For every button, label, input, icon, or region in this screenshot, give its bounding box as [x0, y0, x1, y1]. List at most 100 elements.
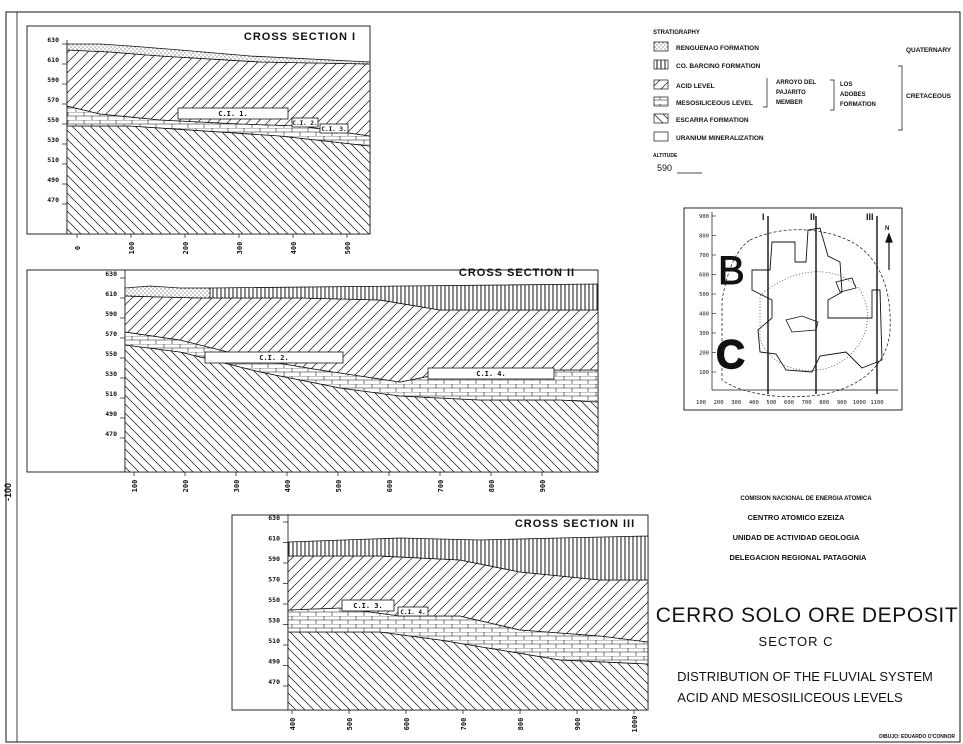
- section-3-barcino: [287, 535, 649, 581]
- sector-title: SECTOR C: [759, 634, 834, 649]
- map-y-label: 400: [699, 312, 709, 318]
- section-1-y-label: 630: [47, 36, 59, 44]
- section-3-title: CROSS SECTION III: [515, 518, 635, 530]
- section-2-y-label: 630: [105, 270, 117, 278]
- stratigraphy-legend: STRATIGRAPHY RENGUENAO FORMATION CO. BAR…: [653, 30, 952, 174]
- cretaceous-bracket: [898, 65, 903, 131]
- institution-line-3: UNIDAD DE ACTIVIDAD GEOLOGIA: [733, 533, 860, 542]
- section-2-x-label: 600: [386, 480, 394, 493]
- map-x-label: 900: [837, 400, 847, 406]
- legend-label-escarra: ESCARRA FORMATION: [676, 117, 749, 124]
- section-2-x-label: 700: [437, 480, 445, 493]
- section-1-escarra: [66, 125, 371, 235]
- map-y-label: 900: [699, 214, 709, 220]
- map-lens-1: [835, 277, 857, 293]
- drawing-credit: DIBUJO: EDUARDO O'CONNOR: [879, 734, 955, 740]
- map-inner-dotted: [759, 271, 868, 371]
- sheet-frame: [5, 11, 961, 743]
- map-deposit-outline: [751, 227, 883, 373]
- map-x-label: 200: [714, 400, 724, 406]
- legend-swatch-uranium: [653, 131, 669, 142]
- section-2-barcino: [209, 283, 599, 311]
- section-3-y-label: 570: [268, 576, 280, 584]
- legend-label-renguenao: RENGUENAO FORMATION: [676, 45, 759, 52]
- section-2-title: CROSS SECTION II: [459, 267, 575, 279]
- section-2-y-label: 610: [105, 290, 117, 298]
- map-y-label: 300: [699, 331, 709, 337]
- section-1-y-label: 610: [47, 56, 59, 64]
- ore-body-3-s3: [341, 599, 395, 612]
- map-x-label: 1100: [870, 400, 883, 406]
- map-section-mark-1: I: [762, 212, 765, 222]
- map-y-label: 100: [699, 370, 709, 376]
- map-y-label: 800: [699, 234, 709, 240]
- cross-section-2: CROSS SECTION II 63061059057055053051049…: [26, 267, 599, 493]
- section-3-x-label: 1000: [631, 716, 639, 733]
- main-title: CERRO SOLO ORE DEPOSIT: [656, 604, 959, 627]
- section-1-y-label: 570: [47, 96, 59, 104]
- ore-body-3-label: C.I. 3.: [321, 126, 346, 133]
- section-2-x-label: 800: [488, 480, 496, 493]
- section-3-y-label: 630: [268, 514, 280, 522]
- section-2-y-label: 570: [105, 330, 117, 338]
- section-2-x-label: 400: [284, 480, 292, 493]
- map-y-label: 600: [699, 273, 709, 279]
- section-3-y-label: 510: [268, 637, 280, 645]
- member-line-1: ARROYO DEL: [776, 80, 816, 86]
- section-3-y-label: 530: [268, 617, 280, 625]
- section-1-x-label: 400: [290, 242, 298, 255]
- section-1-x-label: 200: [182, 242, 190, 255]
- section-3-y-label: 590: [268, 555, 280, 563]
- north-label: N: [885, 226, 889, 232]
- side-label: -100: [3, 483, 13, 501]
- section-2-y-label: 550: [105, 350, 117, 358]
- section-1-renguenao: [66, 43, 371, 65]
- section-3-y-label: 490: [268, 658, 280, 666]
- ore-body-2-s2: [204, 351, 344, 364]
- section-1-x-label: 300: [236, 242, 244, 255]
- map-section-mark-2: II: [810, 212, 815, 222]
- period-quaternary: QUATERNARY: [906, 47, 952, 54]
- ore-body-2: [291, 117, 319, 128]
- ore-body-4-s2-label: C.I. 4.: [476, 370, 506, 378]
- legend-swatch-barcino: [653, 59, 669, 70]
- cross-section-1: CROSS SECTION I 630610590570550530510490…: [26, 25, 371, 254]
- section-2-x-label: 500: [335, 480, 343, 493]
- formation-line-1: LOS: [840, 82, 852, 88]
- ore-body-4-s2: [427, 367, 555, 380]
- legend-label-meso: MESOSILICEOUS LEVEL: [676, 100, 753, 107]
- map-x-label: 400: [749, 400, 759, 406]
- section-3-x-label: 700: [460, 718, 468, 731]
- section-2-x-label: 900: [539, 480, 547, 493]
- section-1-x-label: 100: [128, 242, 136, 255]
- legend-heading: STRATIGRAPHY: [653, 30, 700, 36]
- section-2-renguenao: [124, 285, 211, 299]
- legend-swatch-meso: [653, 96, 669, 107]
- section-3-x-label: 500: [346, 718, 354, 731]
- section-1-y-label: 470: [47, 196, 59, 204]
- ore-body-4-s3-label: C.I. 4.: [400, 609, 425, 616]
- section-2-y-label: 470: [105, 430, 117, 438]
- subtitle-line-2: ACID AND MESOSILICEOUS LEVELS: [677, 690, 903, 705]
- section-2-y-label: 530: [105, 370, 117, 378]
- map-sector-letter-b: B: [718, 249, 745, 293]
- section-1-y-label: 530: [47, 136, 59, 144]
- formation-line-2: ADOBES: [840, 92, 866, 98]
- map-x-label: 700: [802, 400, 812, 406]
- section-3-y-label: 550: [268, 596, 280, 604]
- section-1-x-label: 0: [74, 246, 82, 250]
- member-line-3: MEMBER: [776, 100, 803, 106]
- altitude-value: 590: [657, 163, 672, 173]
- section-1-y-label: 510: [47, 156, 59, 164]
- subtitle-line-1: DISTRIBUTION OF THE FLUVIAL SYSTEM: [677, 669, 933, 684]
- section-2-x-label: 100: [131, 480, 139, 493]
- map-y-label: 200: [699, 351, 709, 357]
- section-2-x-label: 200: [182, 480, 190, 493]
- map-x-label: 800: [819, 400, 829, 406]
